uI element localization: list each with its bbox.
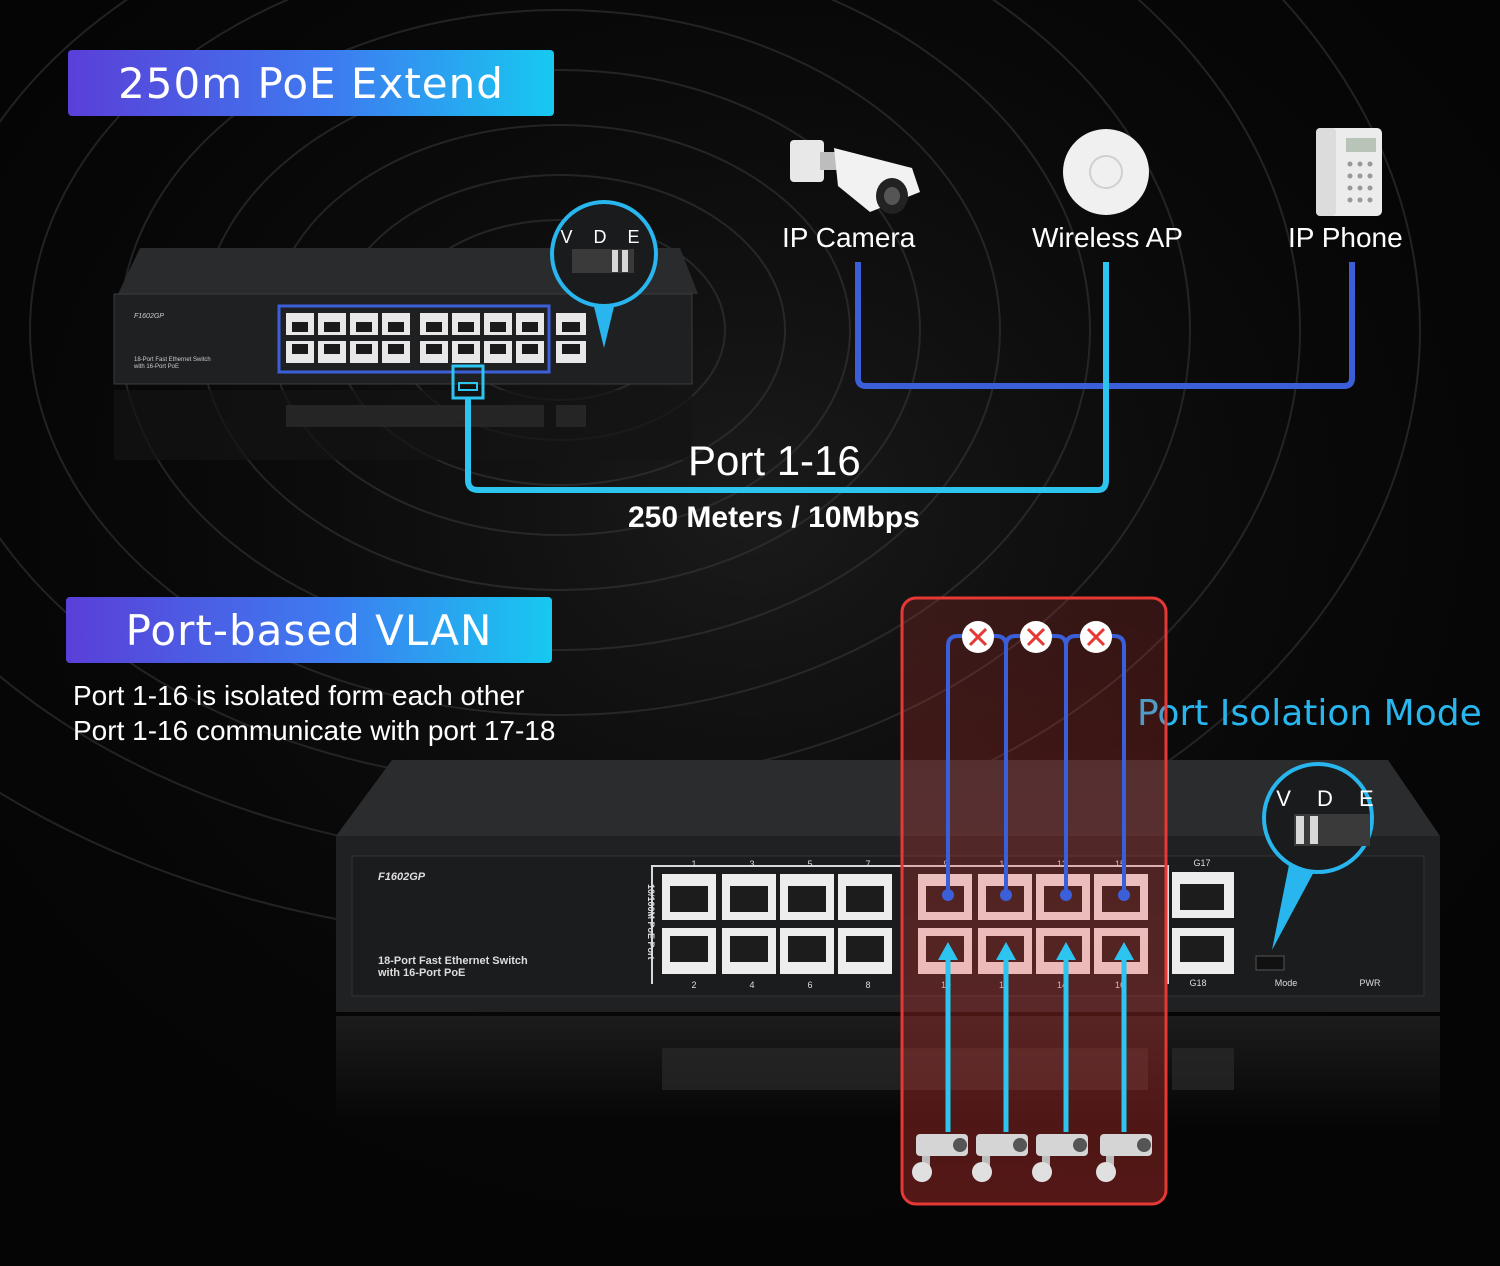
small-switch (113, 248, 698, 460)
port-num-top: 1 (691, 859, 696, 869)
blocked-x-icon (962, 621, 994, 653)
port-num-bottom: 2 (691, 980, 696, 990)
ip-phone-icon (1316, 128, 1382, 216)
vlan-desc-line-1: Port 1-16 is isolated form each other (73, 680, 525, 711)
port-num-top: 5 (807, 859, 812, 869)
small-dip-zoom: V D E (550, 200, 658, 348)
uplink-g18-label: G18 (1189, 978, 1206, 988)
distance-label: 250 Meters / 10Mbps (628, 501, 920, 534)
ip-camera-icon (790, 140, 920, 214)
port-num-top: 7 (865, 859, 870, 869)
poe-diagram: F1602GP 18-Port Fast Ethernet Switch wit… (113, 128, 1382, 493)
uplink-g17-label: G17 (1193, 858, 1210, 868)
small-switch-desc-1: 18-Port Fast Ethernet Switch (134, 357, 211, 363)
blocked-x-icon (1080, 621, 1112, 653)
vlan-description: Port 1-16 is isolated form each other Po… (73, 678, 555, 748)
large-switch-desc-2: with 16-Port PoE (377, 967, 465, 979)
cctv-camera-icon (912, 1134, 968, 1182)
large-switch-model: F1602GP (378, 871, 426, 883)
pwr-label: PWR (1360, 978, 1381, 988)
port-num-bottom: 6 (807, 980, 812, 990)
small-dip-letters: V D E (560, 227, 647, 247)
port-vlan-banner: Port-based VLAN (66, 597, 552, 663)
poe-extend-banner: 250m PoE Extend (68, 50, 554, 116)
wireless-ap-icon (1063, 129, 1149, 215)
wireless-ap-label: Wireless AP (1032, 222, 1183, 253)
poe-extend-title: 250m PoE Extend (118, 58, 504, 108)
ip-phone-label: IP Phone (1288, 222, 1403, 253)
large-switch-desc-1: 18-Port Fast Ethernet Switch (378, 955, 528, 967)
blocked-x-icon (1020, 621, 1052, 653)
ip-camera-label: IP Camera (782, 222, 916, 253)
isolation-highlight-box (900, 596, 1168, 1206)
small-switch-model: F1602GP (134, 313, 164, 320)
camera-uplink-cables (945, 956, 1127, 1132)
port-num-bottom: 8 (865, 980, 870, 990)
large-dip-zoom: V D E (1262, 762, 1383, 950)
cctv-camera-icon (972, 1134, 1028, 1182)
cctv-camera-icon (1096, 1134, 1152, 1182)
isolation-mode-label: Port Isolation Mode (1137, 693, 1482, 734)
port-num-top: 3 (749, 859, 754, 869)
mode-label: Mode (1275, 978, 1298, 988)
port-range-label: Port 1-16 (688, 437, 861, 484)
cctv-camera-icon (1032, 1134, 1088, 1182)
poe-port-side-label: 10/100M PoE Port (646, 884, 656, 960)
vlan-desc-line-2: Port 1-16 communicate with port 17-18 (73, 715, 556, 746)
large-dip-letters: V D E (1276, 786, 1383, 811)
small-switch-desc-2: with 16-Port PoE (133, 364, 179, 370)
port-num-bottom: 4 (749, 980, 754, 990)
port-vlan-title: Port-based VLAN (125, 605, 493, 655)
trunk-cable (465, 385, 1109, 493)
